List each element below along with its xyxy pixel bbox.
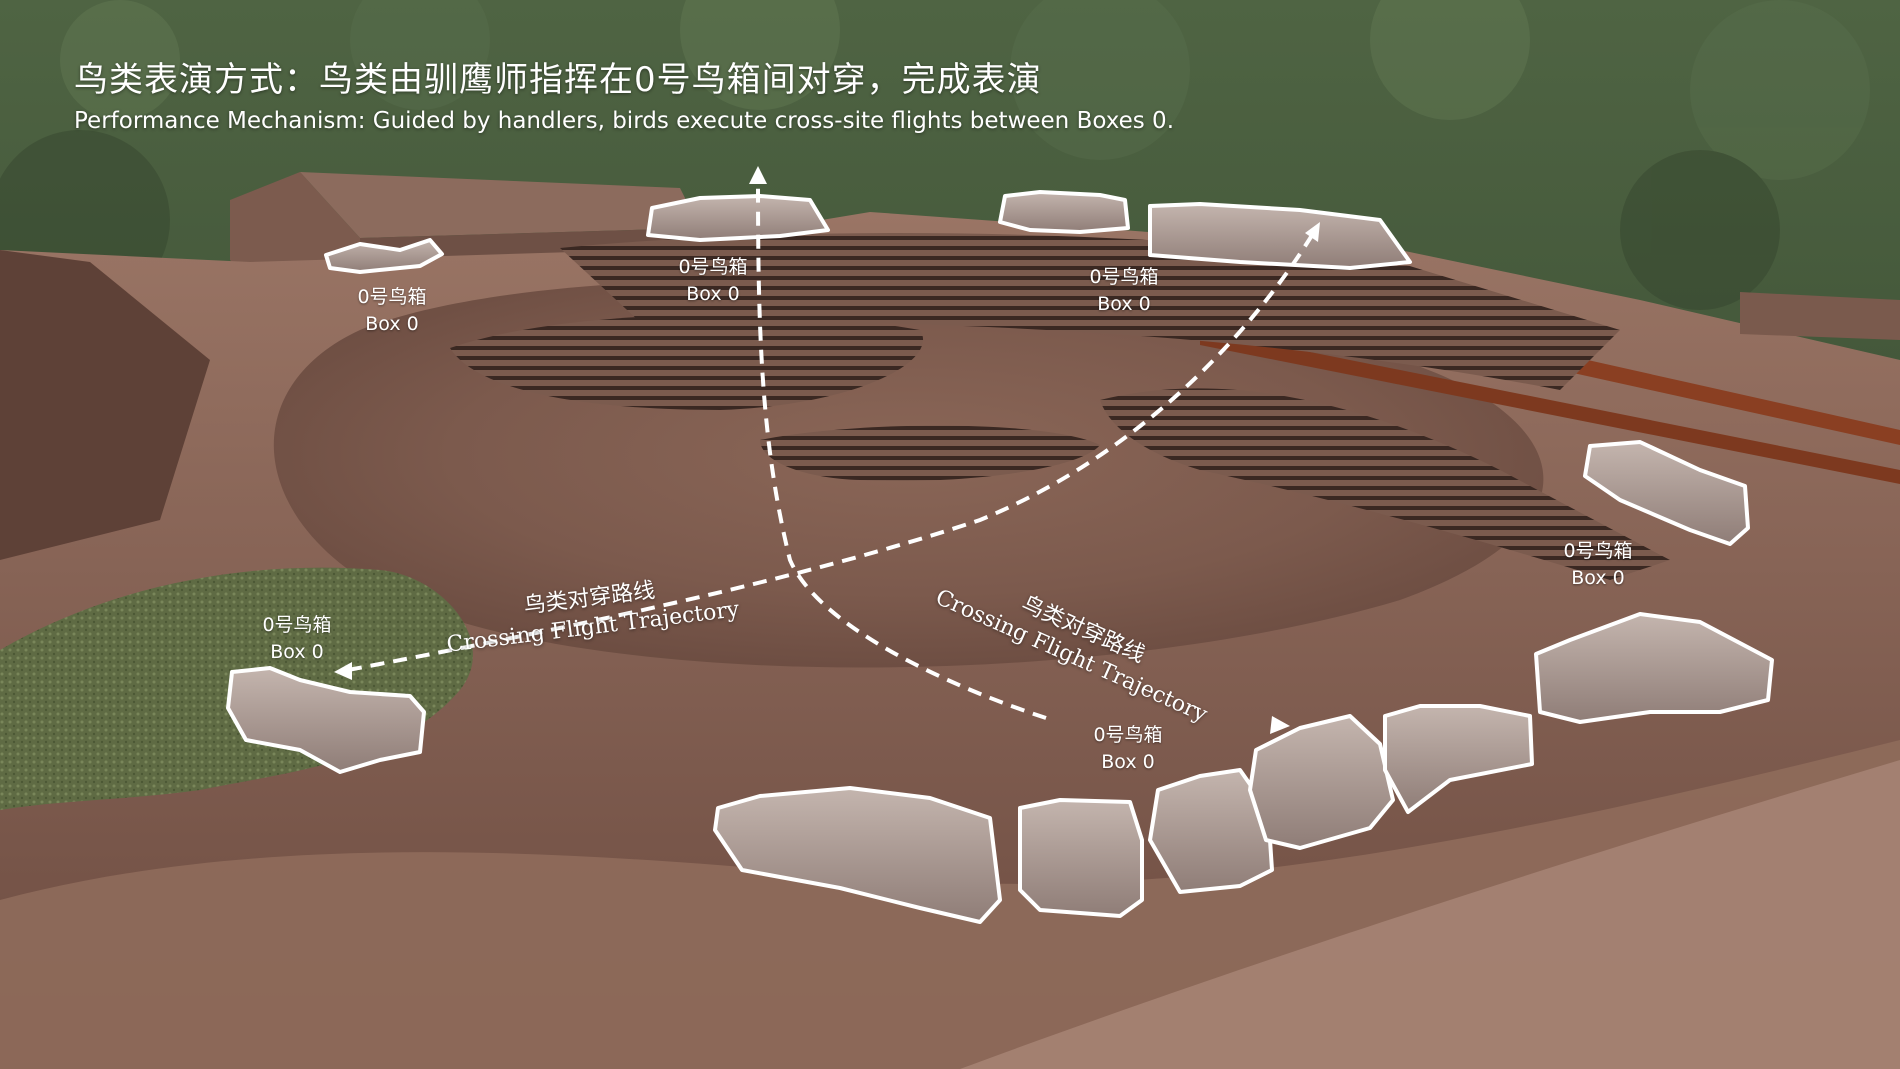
box-label-zh: 0号鸟箱 [1563,540,1633,562]
trajectory-arrowheads [334,166,1320,734]
bird-box-front-6 [1534,612,1774,724]
box-label-zh: 0号鸟箱 [262,614,332,636]
box-label-en: Box 0 [270,641,324,663]
arrowhead-right-up [1305,222,1320,242]
bird-box-left [226,666,426,774]
back-building-roof [300,172,700,238]
seating-right [1100,388,1670,580]
box-label-en: Box 0 [1571,567,1625,589]
bird-box-back-left [324,238,444,274]
seating-center [760,425,1100,481]
title-chinese: 鸟类表演方式：鸟类由驯鹰师指挥在0号鸟箱间对穿，完成表演 [74,60,1042,100]
title-english: Performance Mechanism: Guided by handler… [74,108,1175,134]
bird-box-back-center [646,194,830,242]
bird-box-back-right-small [998,190,1130,234]
box-label-zh: 0号鸟箱 [678,256,748,278]
trajectory-path-b [347,230,1316,672]
box-label-en: Box 0 [1101,751,1155,773]
foreground-dune-highlight [960,760,1900,1069]
box-label: 0号鸟箱 Box 0 [322,284,462,338]
arrowhead-left [334,662,352,680]
rust-ramp-lower [1200,330,1900,484]
bird-box-front-2 [1018,798,1144,918]
bird-box-front-4 [1248,714,1395,850]
flight-trajectories [347,177,1316,720]
seating-left [450,314,924,410]
box-label-en: Box 0 [365,313,419,335]
bird-box-right [1583,440,1750,546]
box-label-en: Box 0 [686,283,740,305]
arrowhead-up [749,166,767,184]
box-label: 0号鸟箱 Box 0 [1528,538,1668,592]
bird-box-front-1 [713,786,1002,924]
forest-texture [0,0,1870,310]
back-building-wall [360,228,700,262]
box-label-zh: 0号鸟箱 [357,286,427,308]
bird-box-back-right-large [1148,202,1412,270]
box-label-en: Box 0 [1097,293,1151,315]
left-slope [0,250,210,560]
seating-upper [560,232,1620,390]
bird-boxes [226,190,1774,924]
box-label: 0号鸟箱 Box 0 [643,254,783,308]
box-label-zh: 0号鸟箱 [1093,724,1163,746]
box-label-zh: 0号鸟箱 [1089,266,1159,288]
trajectory-path-a [756,177,1047,720]
right-building [1740,292,1900,340]
box-label: 0号鸟箱 Box 0 [1054,264,1194,318]
box-label: 0号鸟箱 Box 0 [1058,722,1198,776]
bird-box-front-3 [1148,768,1274,894]
bird-box-front-5 [1383,704,1534,814]
arrowhead-lower-right [1270,716,1290,734]
box-label: 0号鸟箱 Box 0 [227,612,367,666]
